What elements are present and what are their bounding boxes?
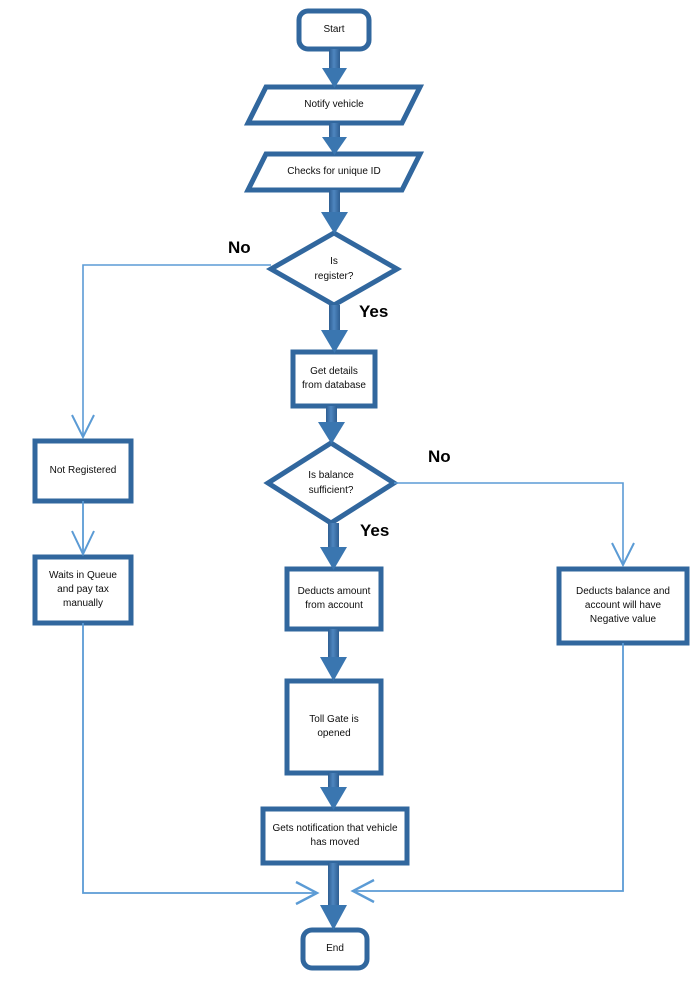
edge-checks-to-isregister <box>321 190 348 234</box>
node-end <box>300 927 370 971</box>
edge-notify-to-checks <box>322 123 347 155</box>
branch-label-no-balance: No <box>428 447 451 466</box>
branch-label-no-register: No <box>228 238 251 257</box>
edge-tollgate-to-notification <box>320 773 347 810</box>
edge-start-to-notify <box>322 49 347 88</box>
node-get-details <box>290 349 378 409</box>
edge-notregistered-to-waits <box>71 501 95 557</box>
edge-getdetails-to-isbalance <box>318 406 345 444</box>
node-waits-in-queue <box>32 554 134 626</box>
edge-isregister-yes-to-getdetails <box>321 305 348 353</box>
edge-isregister-no-to-notregistered <box>71 264 271 440</box>
edge-deducts-to-tollgate <box>320 629 347 681</box>
node-is-balance-sufficient <box>263 440 399 526</box>
branch-label-yes-balance: Yes <box>360 521 390 540</box>
node-start <box>296 8 372 52</box>
edge-negative-to-end-merge <box>350 643 624 904</box>
node-toll-gate-opened <box>284 678 384 776</box>
node-not-registered <box>32 438 134 504</box>
branch-label-yes-register: Yes <box>359 302 389 321</box>
node-checks-unique-id <box>243 151 425 193</box>
edge-notification-to-end <box>320 863 347 930</box>
edge-isbalance-yes-to-deducts <box>320 523 347 570</box>
node-deducts-balance-negative <box>556 566 690 646</box>
edge-waits-to-end-merge <box>82 623 320 906</box>
edge-isbalance-no-to-negative <box>394 482 635 568</box>
node-notify-vehicle <box>243 84 425 126</box>
node-gets-notification <box>260 806 410 866</box>
node-deducts-amount <box>284 566 384 632</box>
node-is-register <box>265 230 403 308</box>
